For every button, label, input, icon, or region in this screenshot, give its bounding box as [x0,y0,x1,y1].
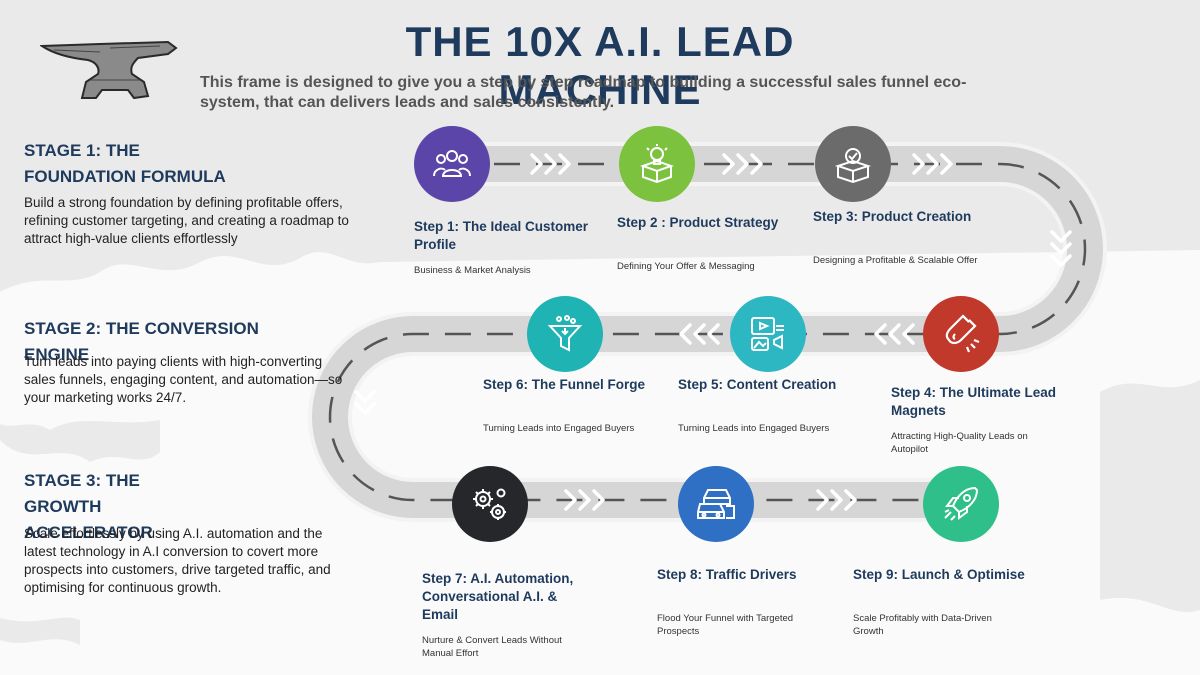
step-9-title: Step 9: Launch & Optimise [853,567,1025,582]
step-5-node [730,296,806,372]
step-1-desc: Business & Market Analysis [414,265,531,276]
step-1-title: Step 1: The Ideal Customer Profile [414,219,589,252]
step-2-desc: Defining Your Offer & Messaging [617,261,755,272]
step-6-node [527,296,603,372]
step-7-title: Step 7: A.I. Automation, Conversational … [422,571,574,622]
stage-1-title: STAGE 1: THE FOUNDATION FORMULA [24,141,226,186]
step-4-desc: Attracting High-Quality Leads on Autopil… [891,431,1028,455]
step-2-title: Step 2 : Product Strategy [617,215,779,230]
people-group-icon [433,150,471,177]
stage-2-title: STAGE 2: THE CONVERSION ENGINE [24,319,259,364]
funnel-icon [547,315,583,352]
page-title: THE 10X A.I. LEAD MACHINE [405,18,795,113]
media-content-icon [751,317,784,351]
direction-arrows [354,153,1072,511]
anvil-icon [40,40,178,100]
road-lane-dashes [328,162,1087,502]
step-5-title: Step 5: Content Creation [678,377,837,392]
step-4-node [923,296,999,372]
magnet-icon [945,314,980,353]
step-8-title: Step 8: Traffic Drivers [657,567,797,582]
step-2-node [619,126,695,202]
step-4-title: Step 4: The Ultimate Lead Magnets [891,385,1057,418]
gears-icon [473,488,506,520]
cloud-band [0,250,1200,675]
step-8-desc: Flood Your Funnel with Targeted Prospect… [657,613,794,637]
stage-3-title: STAGE 3: THE GROWTH ACCELERATOR [24,471,153,542]
stage-1-body: Build a strong foundation by defining pr… [24,195,349,246]
lightbulb-box-icon [640,144,674,184]
step-8-node [678,466,754,542]
step-3-desc: Designing a Profitable & Scalable Offer [813,255,978,266]
stage-3-body: Scale effortlessly by using A.I. automat… [24,526,331,595]
step-7-desc: Nurture & Convert Leads Without Manual E… [422,635,562,659]
step-3-title: Step 3: Product Creation [813,209,972,224]
step-9-desc: Scale Profitably with Data-Driven Growth [853,613,992,637]
page-subtitle: This frame is designed to give you a ste… [200,74,967,111]
step-3-node [815,126,891,202]
step-5-desc: Turning Leads into Engaged Buyers [678,423,830,434]
stage-2-body: Turn leads into paying clients with high… [24,354,343,405]
step-9-node [923,466,999,542]
rocket-icon [944,486,979,521]
traffic-cars-icon [697,489,735,519]
step-6-title: Step 6: The Funnel Forge [483,377,646,392]
step-6-desc: Turning Leads into Engaged Buyers [483,423,635,434]
step-7-node [452,466,528,542]
checked-box-icon [834,148,872,184]
step-1-node [414,126,490,202]
